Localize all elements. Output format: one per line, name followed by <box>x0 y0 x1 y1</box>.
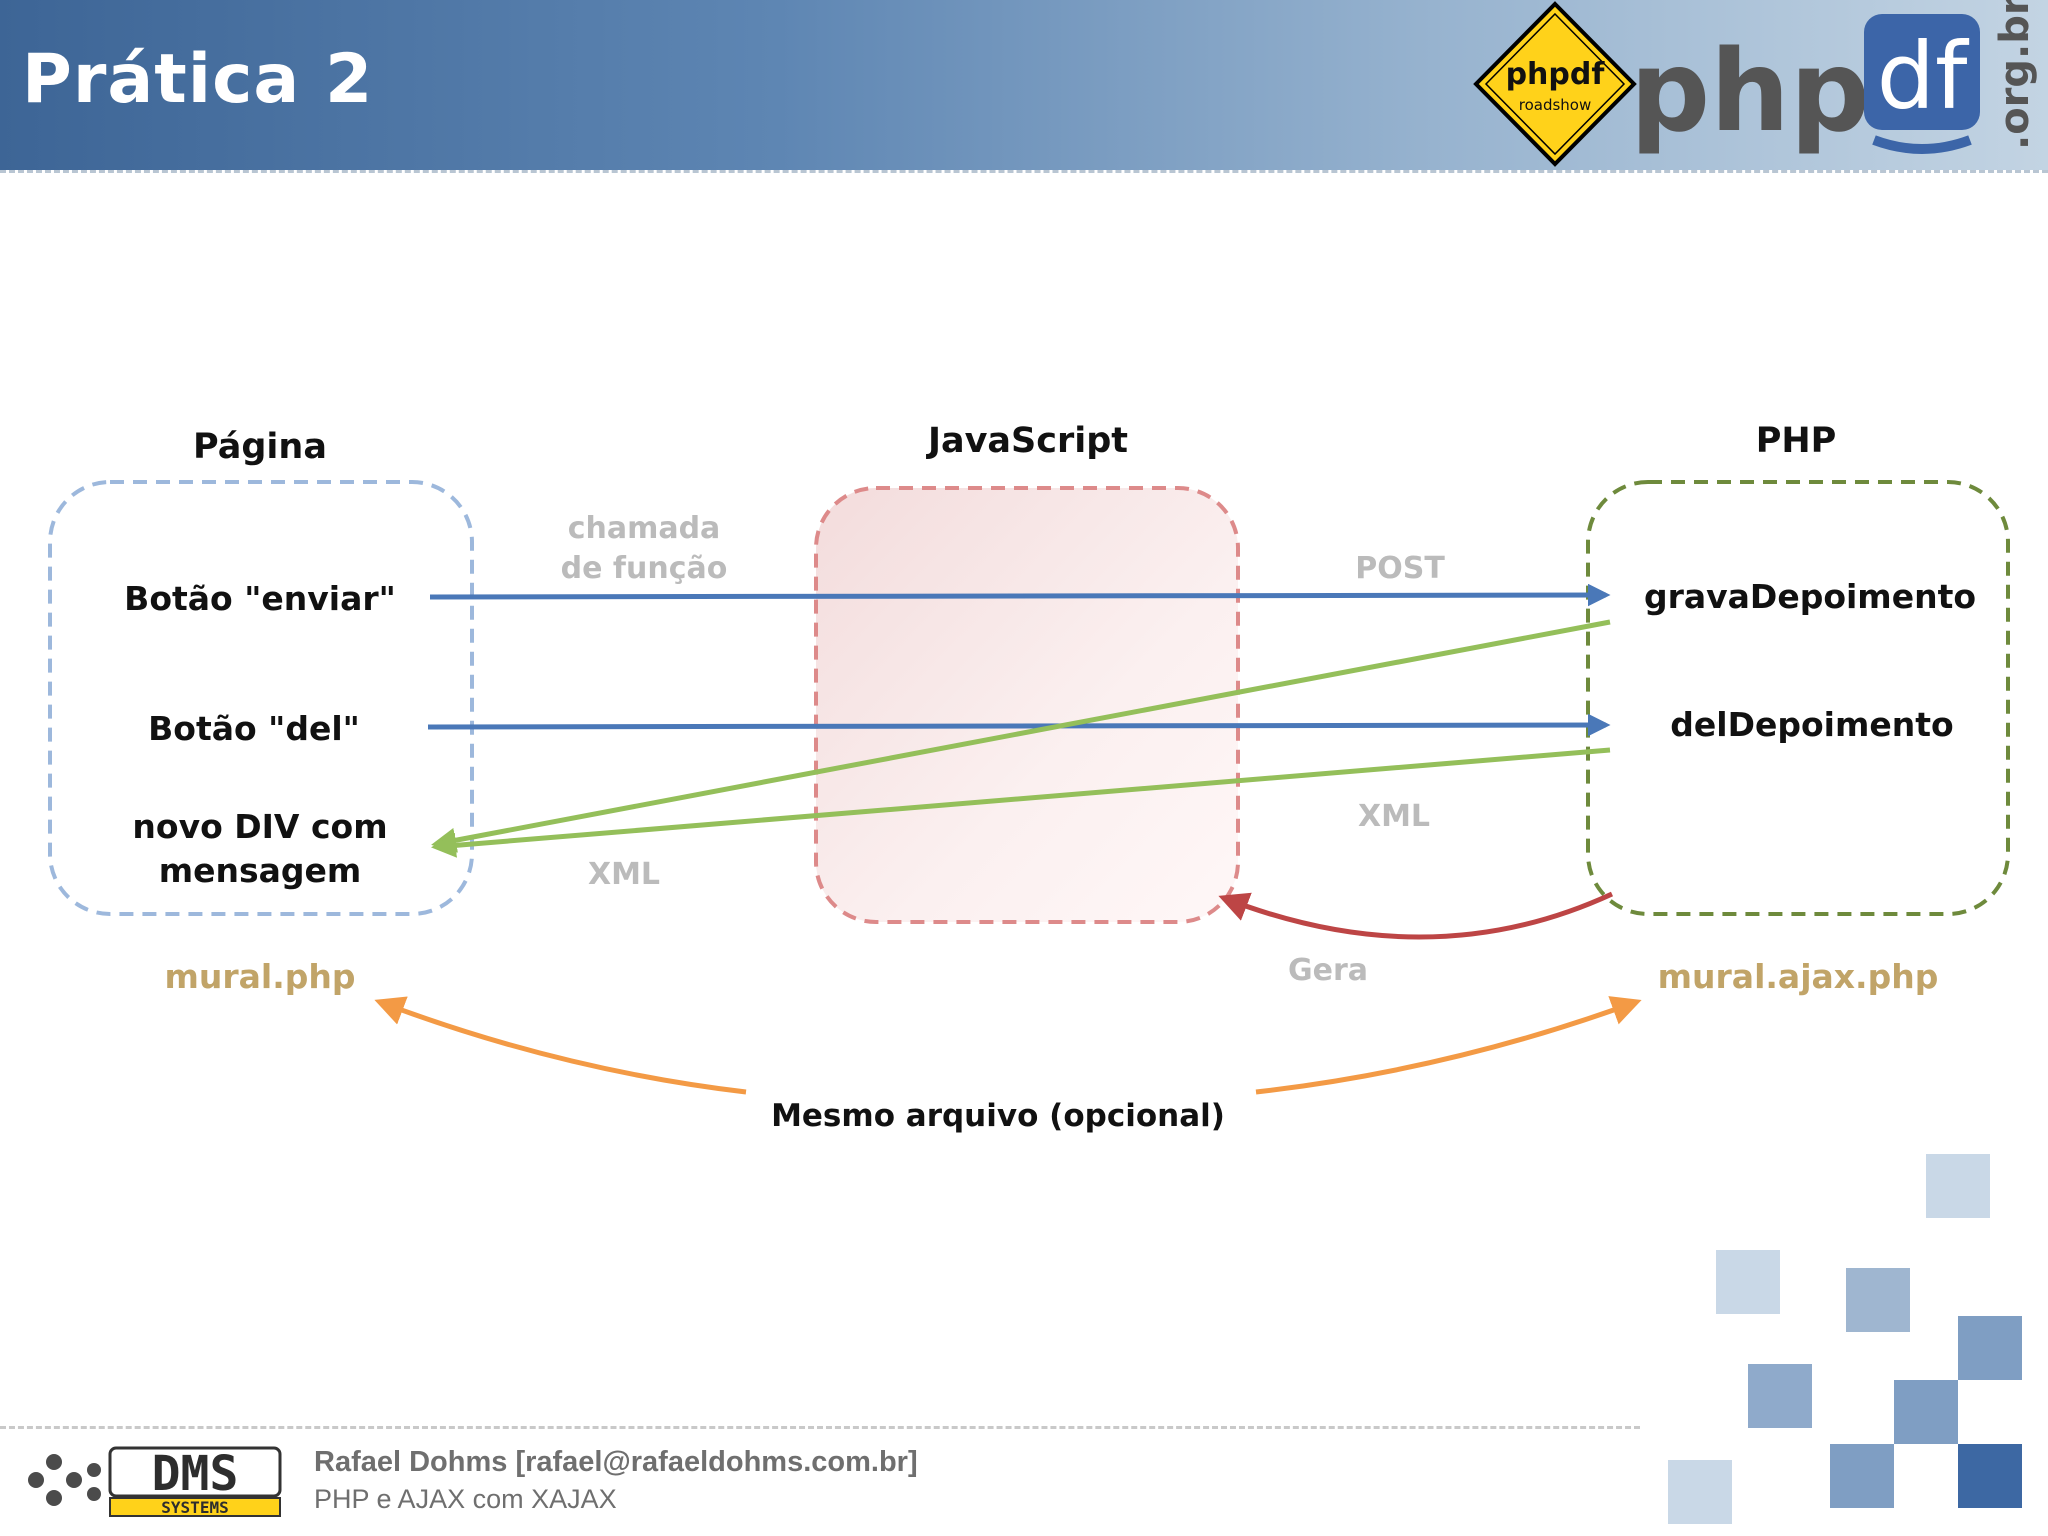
slide-title: Prática 2 <box>22 40 374 119</box>
logo-domain-text: .org.br <box>1992 0 2038 150</box>
label-xml-left: XML <box>588 857 660 892</box>
column-php-title: PHP <box>1756 421 1837 461</box>
logo-df-box <box>1864 14 1980 130</box>
label-xml-right: XML <box>1358 799 1430 834</box>
arrow-grava-xml-to-div <box>431 619 1611 853</box>
phpdf-logo: phpdf roadshow php df .org.br <box>1473 0 2038 167</box>
arrow-gera <box>1218 891 1614 940</box>
dms-systems-logo: DMS SYSTEMS <box>28 1446 282 1517</box>
file-mural-ajax-php: mural.ajax.php <box>1658 957 1939 996</box>
button-del-label: Botão "del" <box>148 709 360 748</box>
badge-phpdf-text: phpdf <box>1506 57 1606 92</box>
header-divider <box>0 170 2048 173</box>
file-mural-php: mural.php <box>164 957 355 996</box>
column-pagina-title: Página <box>193 427 327 467</box>
arrow-enviar-to-grava <box>429 583 1611 607</box>
php-del-depoimento: delDepoimento <box>1670 705 1953 744</box>
column-javascript-title: JavaScript <box>926 421 1128 461</box>
label-chamada: chamada <box>568 511 721 546</box>
logo-dms-text: DMS <box>152 1446 239 1502</box>
php-box <box>1586 480 2010 916</box>
logo-df-text: df <box>1877 23 1970 130</box>
logo-systems-text: SYSTEMS <box>161 1498 228 1517</box>
footer-course-title: PHP e AJAX com XAJAX <box>314 1484 617 1514</box>
new-div-label-line2: mensagem <box>159 851 362 890</box>
label-de-funcao: de função <box>561 551 728 586</box>
roadshow-badge: phpdf roadshow <box>1473 1 1637 167</box>
header-bar <box>0 0 2048 170</box>
badge-roadshow-text: roadshow <box>1519 96 1592 114</box>
logo-php-text: php <box>1630 27 1870 157</box>
arrow-mesmo-to-mural <box>374 996 747 1095</box>
label-gera: Gera <box>1288 953 1368 988</box>
arrow-del-to-deldepoimento <box>427 713 1611 737</box>
arrow-mesmo-to-ajax <box>1255 996 1642 1095</box>
footer-author: Rafael Dohms [rafael@rafaeldohms.com.br] <box>314 1446 918 1478</box>
button-enviar-label: Botão "enviar" <box>124 579 396 618</box>
pagina-box <box>48 480 474 916</box>
label-post: POST <box>1355 551 1445 586</box>
php-grava-depoimento: gravaDepoimento <box>1644 577 1976 616</box>
footer-divider <box>0 1426 1640 1429</box>
new-div-label-line1: novo DIV com <box>132 807 387 846</box>
label-mesmo-arquivo: Mesmo arquivo (opcional) <box>771 1098 1225 1134</box>
arrow-del-xml-to-div <box>431 747 1611 858</box>
